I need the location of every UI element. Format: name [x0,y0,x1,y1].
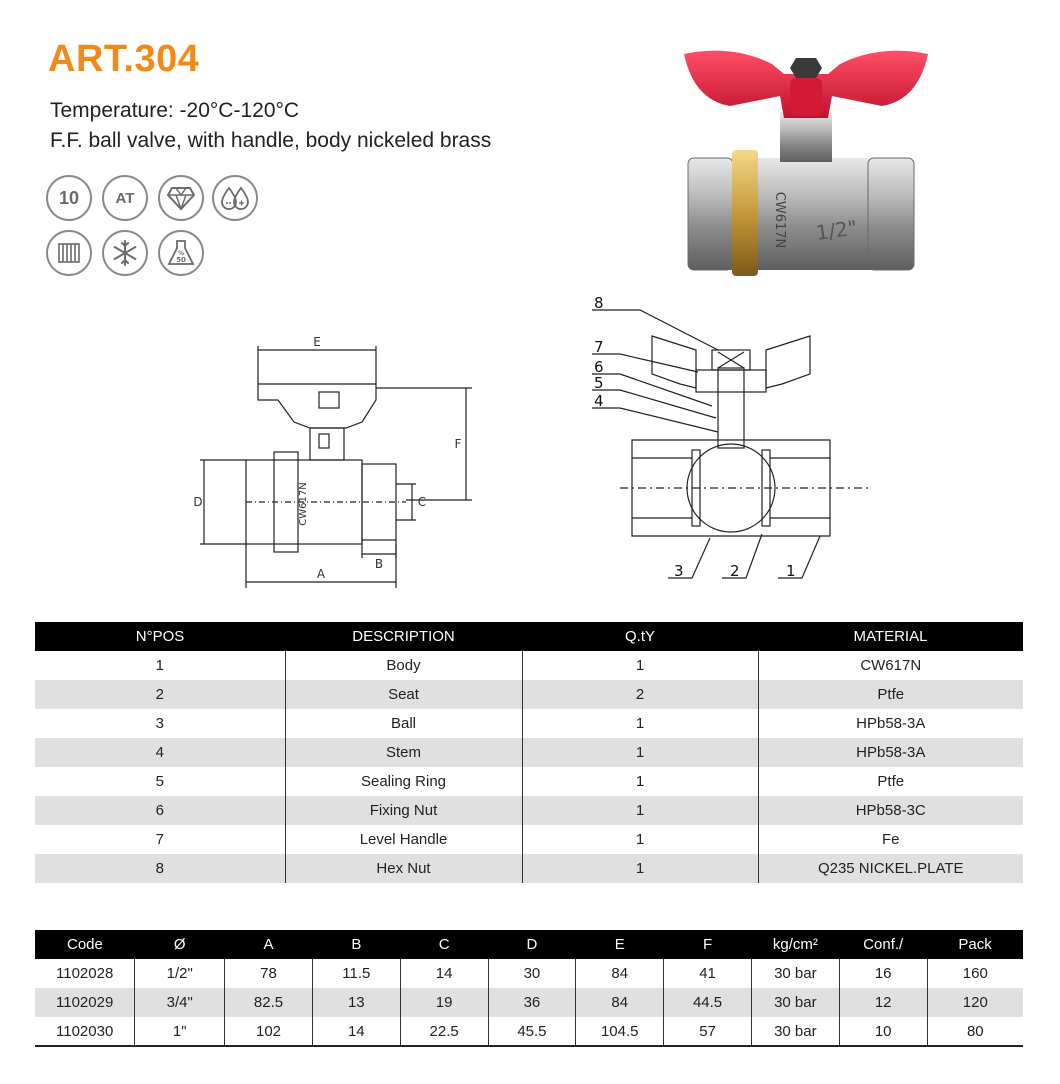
header-pack: Pack [927,930,1023,959]
dimension-drawing: E F D C B A CW617N [193,335,472,588]
header-code: Code [35,930,135,959]
product-title: ART.304 [48,38,200,80]
header-description: DESCRIPTION [285,622,522,651]
header-c: C [400,930,489,959]
drawing-body-marking: CW617N [298,482,309,525]
description-line: F.F. ball valve, with handle, body nicke… [50,129,492,152]
parts-header-row: N°POS DESCRIPTION Q.tY MATERIAL [35,622,1023,651]
header-b: B [312,930,401,959]
radiator-icon [46,230,92,276]
header-diameter: Ø [134,930,225,959]
dim-f-label: F [455,437,462,451]
svg-text:50: 50 [176,256,186,264]
callout-6: 6 [594,358,604,376]
pressure-10-icon: 10 [46,175,92,221]
gas-water-drops-icon [212,175,258,221]
dim-b-label: B [375,557,383,571]
header-material: MATERIAL [758,622,1023,651]
dim-a-label: A [317,567,326,581]
svg-text:%: % [178,250,184,257]
photo-body-marking: CW617N [772,192,787,248]
codes-header-row: Code Ø A B C D E F kg/cm² Conf./ Pack [35,930,1023,959]
photo-size-marking: 1/2" [814,215,858,245]
callout-1: 1 [786,562,796,580]
snowflake-icon [102,230,148,276]
header-e: E [575,930,664,959]
product-photo: CW617N 1/2" [684,50,928,276]
callout-4: 4 [594,392,604,410]
codes-table: Code Ø A B C D E F kg/cm² Conf./ Pack 11… [35,930,1023,1047]
glycol-50-flask-icon: % 50 [158,230,204,276]
header-conf: Conf./ [839,930,928,959]
temperature-line: Temperature: -20°C-120°C [50,99,300,122]
header-a: A [224,930,313,959]
dim-d-label: D [193,495,202,509]
header-d: D [488,930,576,959]
header-f: F [663,930,752,959]
callout-8: 8 [594,294,604,312]
dim-c-label: C [418,495,426,509]
at-icon: AT [102,175,148,221]
callout-5: 5 [594,374,604,392]
callout-3: 3 [674,562,684,580]
header-npos: N°POS [35,622,285,651]
diamond-icon [158,175,204,221]
section-drawing: 8 7 6 5 4 3 2 1 [592,294,872,580]
callout-7: 7 [594,338,604,356]
header-qty: Q.tY [522,622,758,651]
dim-e-label: E [313,335,321,349]
callout-2: 2 [730,562,740,580]
header-pressure: kg/cm² [751,930,840,959]
